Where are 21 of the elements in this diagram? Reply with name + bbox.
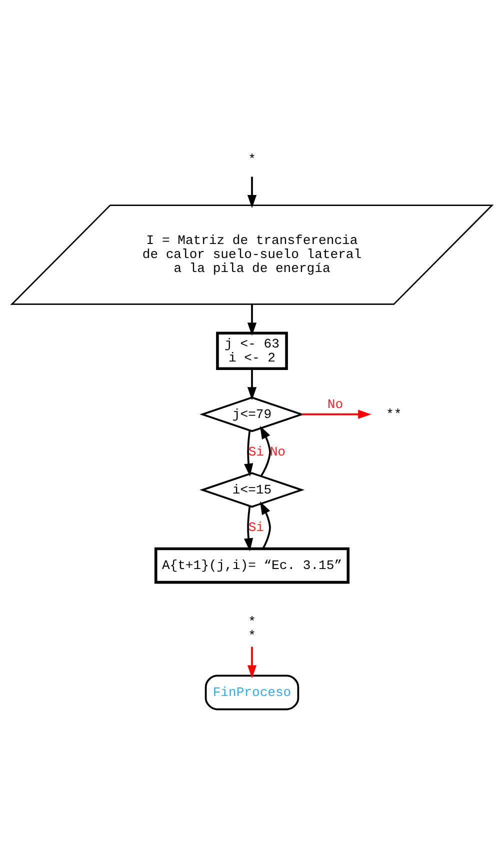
edge-label: Si [248, 520, 264, 535]
edge-label: No [327, 396, 344, 412]
arrow [247, 646, 257, 678]
arrow [247, 368, 257, 400]
node-text: ** [386, 406, 402, 422]
arrow [244, 505, 254, 551]
node-diamond: i<=15 [200, 472, 304, 508]
arrow [244, 430, 254, 476]
arrow [260, 500, 271, 548]
node-box: FinProceso [204, 674, 300, 710]
arrow [247, 304, 257, 336]
arrow [260, 425, 271, 476]
node-box: j <- 63 i <- 2 [216, 331, 288, 370]
arrow [302, 409, 372, 418]
edge-label: Si [248, 444, 264, 460]
arrow [247, 176, 257, 208]
node-text: * * [248, 614, 256, 643]
node-box: A{t+1}(j,i)= “Ec. 3.15” [154, 546, 350, 584]
edge-label: No [270, 444, 286, 460]
node-diamond: j<=79 [200, 396, 304, 432]
node-text: * [248, 151, 256, 166]
